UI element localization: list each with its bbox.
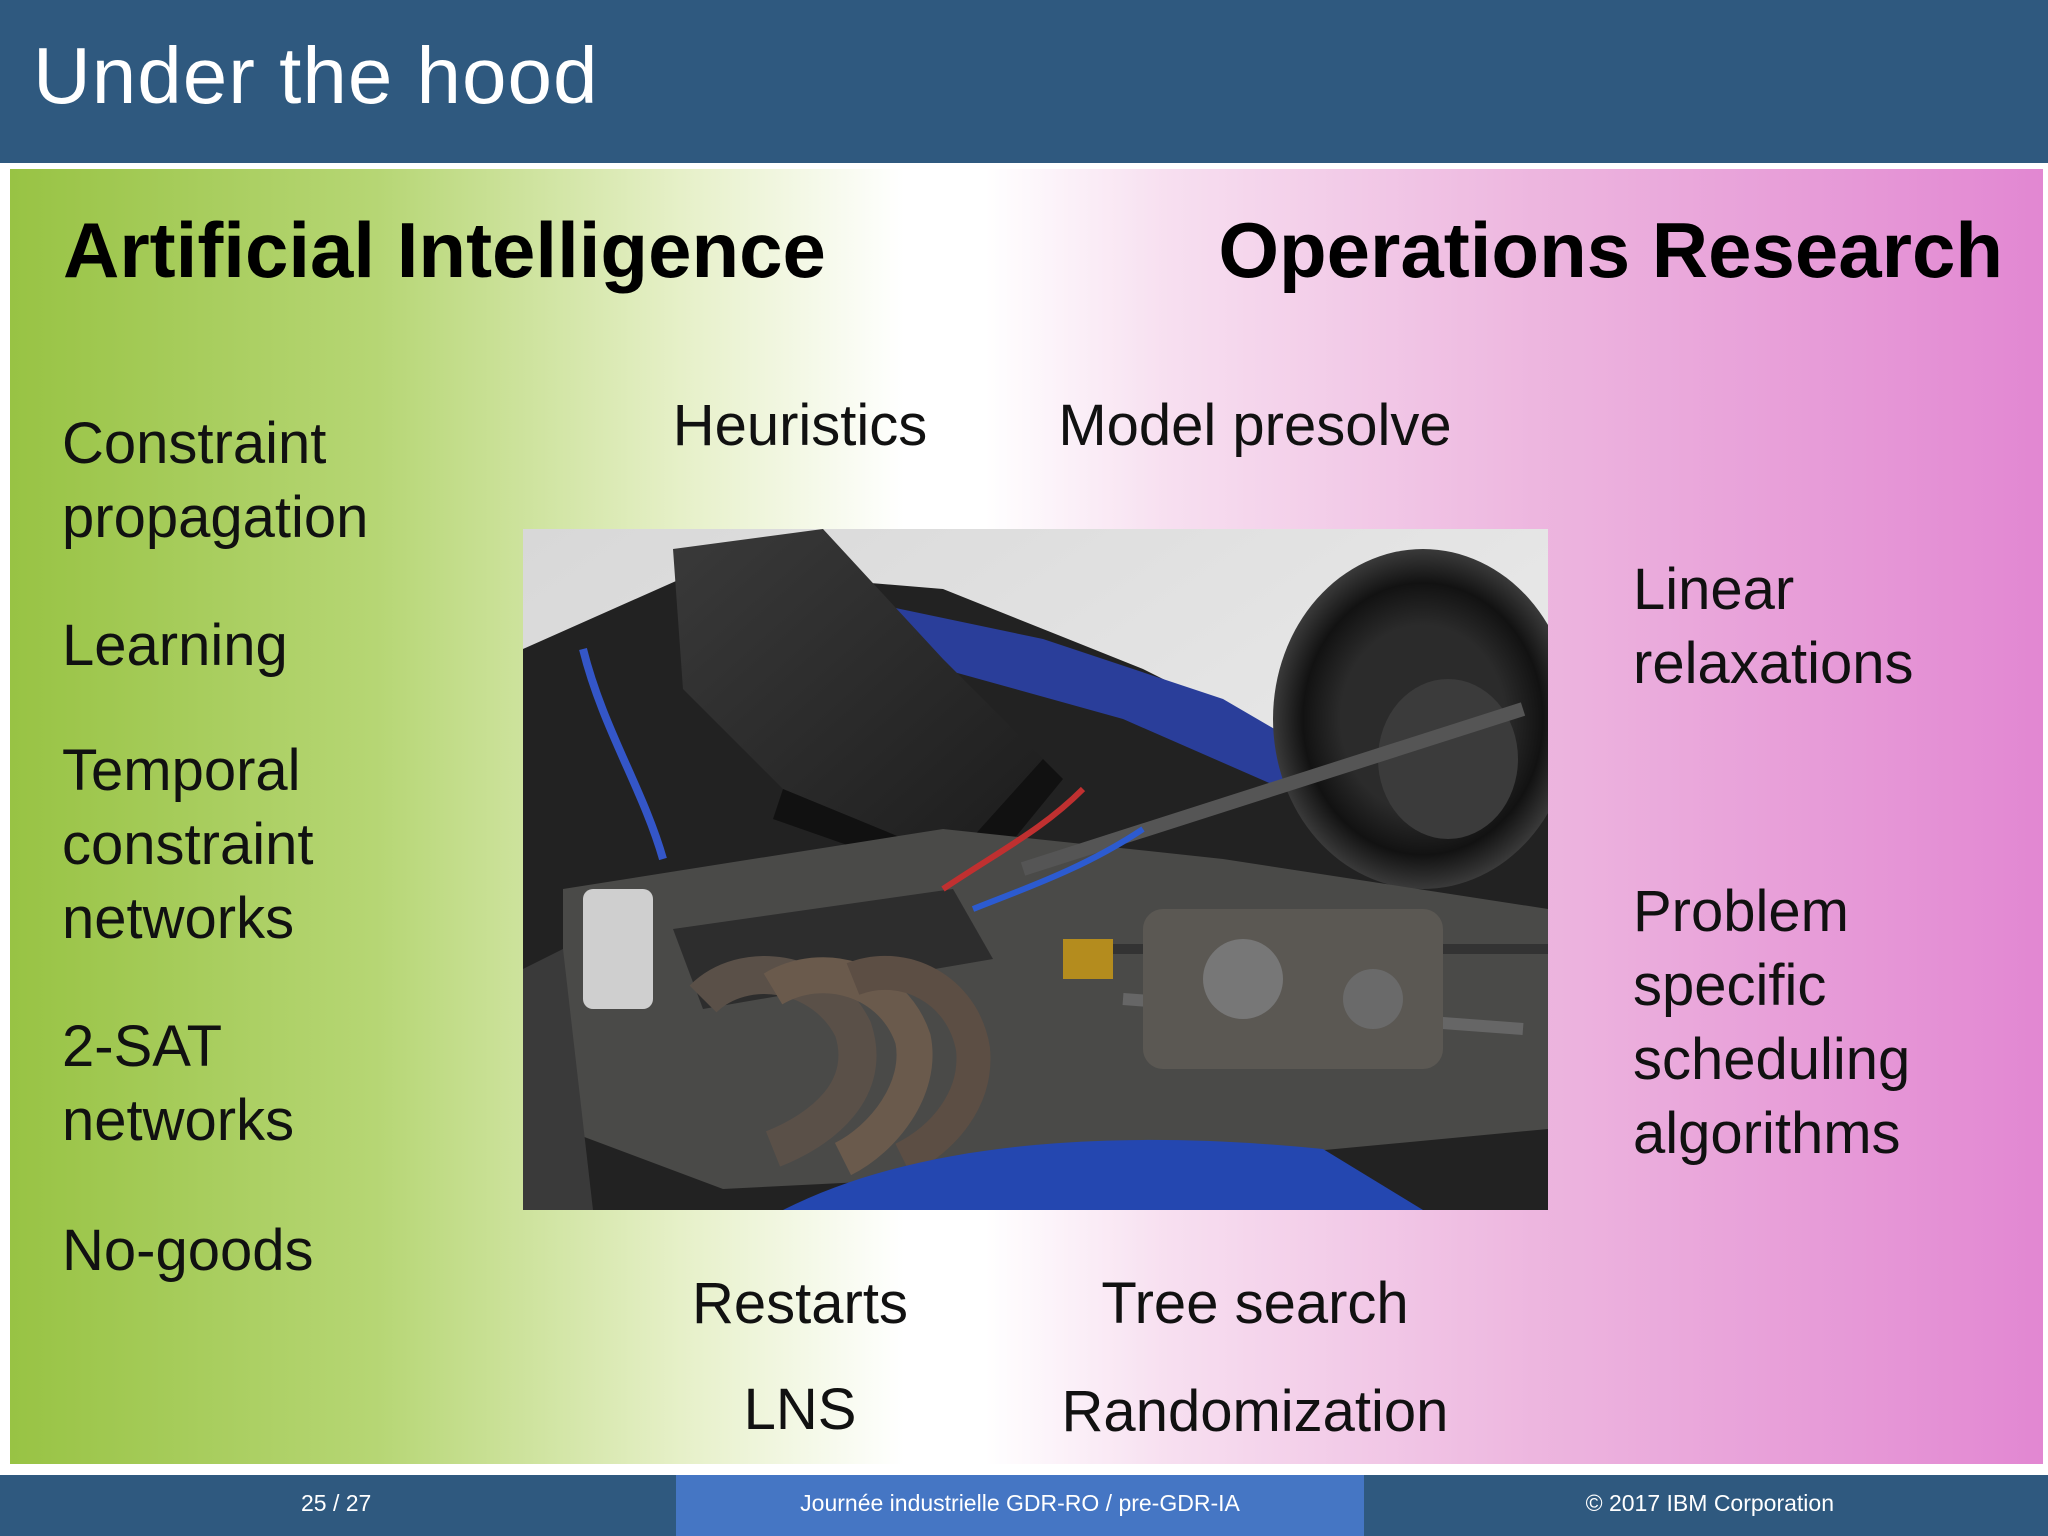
ai-item-learning: Learning	[62, 613, 288, 678]
footer-event-band	[676, 1475, 1364, 1536]
page-number: 25 / 27	[301, 1490, 372, 1516]
engine-illustration	[523, 529, 1548, 1210]
slide-title: Under the hood	[33, 31, 599, 120]
ai-item-constraint-propagation: Constraint propagation	[62, 411, 369, 550]
or-item-linear-relaxations: Linear relaxations	[1633, 557, 1914, 696]
ai-item-2sat-networks: 2-SAT networks	[62, 1014, 295, 1153]
engine-photo	[523, 529, 1548, 1210]
center-item-restarts: Restarts	[692, 1271, 908, 1336]
ai-heading: Artificial Intelligence	[63, 206, 826, 294]
center-item-model-presolve: Model presolve	[1058, 393, 1452, 458]
center-item-lns: LNS	[743, 1377, 857, 1442]
footer-event: Journée industrielle GDR-RO / pre-GDR-IA	[800, 1490, 1240, 1516]
slide-header: Under the hood	[0, 0, 2048, 163]
center-item-heuristics: Heuristics	[672, 393, 928, 458]
center-item-tree-search: Tree search	[1101, 1271, 1409, 1336]
ai-item-no-goods: No-goods	[62, 1218, 314, 1283]
center-item-randomization: Randomization	[1061, 1379, 1449, 1444]
ai-item-temporal-networks: Temporal constraint networks	[62, 738, 314, 951]
or-heading: Operations Research	[1218, 206, 2003, 294]
footer-copyright: © 2017 IBM Corporation	[1585, 1490, 1834, 1516]
or-item-scheduling-algorithms: Problem specific scheduling algorithms	[1633, 879, 1911, 1166]
